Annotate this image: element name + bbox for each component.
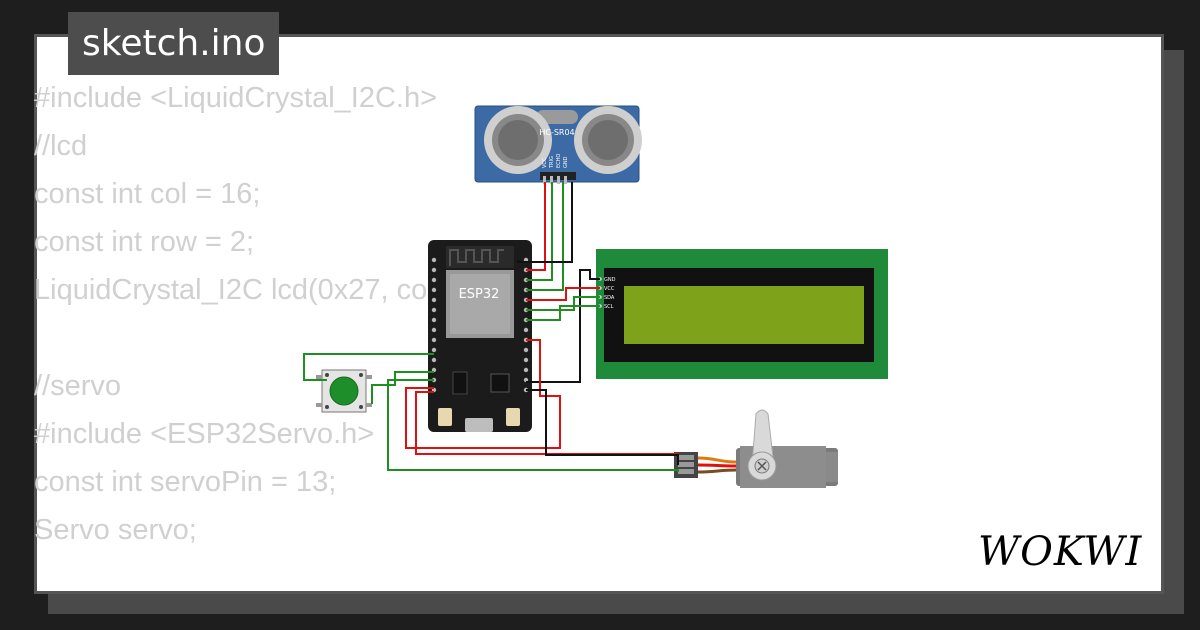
code-line: const int col = 16; [34,178,261,210]
pushbutton [316,369,372,413]
sensor-pin-label: TRIG [549,156,555,169]
sketch-file-title: sketch.ino [68,12,280,75]
code-line: //lcd [34,130,88,162]
wokwi-logo-mark: WOKWI [978,529,1142,575]
code-line: const int servoPin = 13; [34,466,337,498]
sensor-pin-label: GND [563,156,569,168]
wokwi-logo-text: WOKWI [978,529,1142,575]
wires [303,182,679,472]
lcd-pin-label: GND [604,277,616,283]
code-line: const int row = 2; [34,226,255,258]
lcd-pin-label: SDA [604,295,615,301]
code-line: #include <ESP32Servo.h> [34,418,375,450]
code-line: Servo servo; [34,514,197,546]
code-line: #include <LiquidCrystal_I2C.h> [34,82,438,114]
lcd-display: GND VCC SDA SCL [596,249,888,379]
code-preview: #include <LiquidCrystal_I2C.h> //lcd const… [34,74,514,554]
servo-motor [674,409,838,488]
wokwi-logo: WOKWI [976,524,1148,580]
sensor-label: HC-SR04 [539,128,574,137]
code-line: //servo [34,370,122,402]
esp32-label: ESP32 [459,287,500,302]
code-line: LiquidCrystal_I2C lcd(0x27, col, row); [34,274,515,306]
esp32-board: ESP32 [428,240,532,432]
sensor-pin-label: ECHO [556,154,562,168]
sensor-pin-label: VCC [542,157,548,168]
lcd-pin-label: SCL [604,304,614,310]
ultrasonic-sensor: HC-SR04 VCC TRIG ECHO GND [474,105,642,184]
lcd-pin-label: VCC [604,286,615,292]
